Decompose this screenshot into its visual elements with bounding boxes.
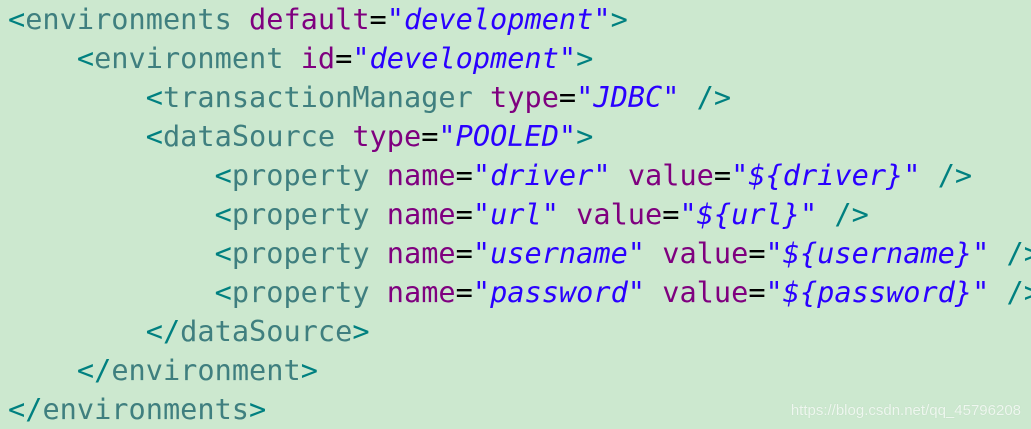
attribute-value: "url" <box>472 197 559 231</box>
attribute-name: default <box>249 2 370 36</box>
equals-sign: = <box>558 80 577 114</box>
equals-sign: = <box>369 2 387 36</box>
code-line: </dataSource> <box>8 312 1031 351</box>
watermark: https://blog.csdn.net/qq_45796208 <box>790 402 1021 419</box>
equals-sign: = <box>455 158 473 192</box>
tag-name: dataSource <box>162 119 336 153</box>
equals-sign: = <box>455 197 473 231</box>
attribute-name: type <box>490 80 559 114</box>
tag-bracket: < <box>214 275 232 309</box>
code-line: <property name="url" value="${url}" /> <box>8 195 1031 234</box>
equals-sign: = <box>662 197 680 231</box>
tag-bracket: < <box>214 197 232 231</box>
tag-bracket: < <box>214 158 232 192</box>
code-line: <property name="driver" value="${driver}… <box>8 156 1031 195</box>
attribute-value: "password" <box>472 275 646 309</box>
space <box>645 236 662 270</box>
equals-sign: = <box>335 41 353 75</box>
tag-bracket: </ <box>8 392 43 426</box>
tag-name: dataSource <box>180 314 353 348</box>
equals-sign: = <box>455 275 473 309</box>
tag-name: property <box>231 197 370 231</box>
tag-name: environment <box>94 41 284 75</box>
equals-sign: = <box>421 119 439 153</box>
space <box>370 158 387 192</box>
tag-bracket: > <box>352 314 370 348</box>
attribute-name: name <box>386 236 456 270</box>
tag-bracket: /> <box>834 197 869 231</box>
space <box>473 80 490 114</box>
tag-name: property <box>231 275 370 309</box>
attribute-value: "${password}" <box>765 275 990 309</box>
code-block: <environments default="development"> <en… <box>8 0 1031 429</box>
tag-name: property <box>231 158 370 192</box>
space <box>989 275 1006 309</box>
tag-bracket: > <box>576 119 594 153</box>
space <box>679 80 696 114</box>
equals-sign: = <box>748 236 766 270</box>
attribute-value: "POOLED" <box>438 119 577 153</box>
attribute-value: "${url}" <box>679 197 818 231</box>
space <box>232 2 249 36</box>
tag-bracket: > <box>300 353 318 387</box>
space <box>559 197 576 231</box>
attribute-name: value <box>627 158 714 192</box>
attribute-value: "development" <box>386 2 611 36</box>
tag-bracket: /> <box>696 80 732 114</box>
code-line: </environments> <box>8 390 1031 429</box>
tag-bracket: /> <box>937 158 973 192</box>
code-line: <environment id="development"> <box>8 39 1031 78</box>
tag-name: transactionManager <box>162 80 473 114</box>
attribute-name: type <box>352 119 422 153</box>
tag-name: environments <box>25 2 232 36</box>
attribute-name: name <box>386 158 456 192</box>
equals-sign: = <box>748 275 766 309</box>
code-line: <dataSource type="POOLED"> <box>8 117 1031 156</box>
tag-name: environments <box>42 392 250 426</box>
code-line: <transactionManager type="JDBC" /> <box>8 78 1031 117</box>
equals-sign: = <box>713 158 732 192</box>
attribute-name: name <box>386 275 456 309</box>
space <box>920 158 937 192</box>
tag-bracket: < <box>8 2 26 36</box>
attribute-value: "${username}" <box>765 236 990 270</box>
space <box>817 197 834 231</box>
space <box>370 275 387 309</box>
code-line: <property name="username" value="${usern… <box>8 234 1031 273</box>
tag-bracket: < <box>145 119 163 153</box>
tag-bracket: </ <box>145 314 181 348</box>
tag-bracket: < <box>145 80 163 114</box>
attribute-value: "driver" <box>472 158 611 192</box>
tag-bracket: > <box>576 41 594 75</box>
space <box>645 275 662 309</box>
tag-bracket: > <box>610 2 628 36</box>
tag-bracket: < <box>76 41 95 75</box>
attribute-value: "development" <box>352 41 577 75</box>
tag-bracket: > <box>249 392 267 426</box>
tag-name: property <box>231 236 370 270</box>
attribute-name: value <box>576 197 663 231</box>
tag-bracket: < <box>214 236 232 270</box>
attribute-value: "username" <box>472 236 646 270</box>
space <box>989 236 1006 270</box>
tag-bracket: /> <box>1006 236 1031 270</box>
code-line: <property name="password" value="${passw… <box>8 273 1031 312</box>
tag-bracket: </ <box>76 353 112 387</box>
space <box>335 119 352 153</box>
attribute-name: name <box>386 197 456 231</box>
tag-bracket: /> <box>1006 275 1031 309</box>
code-line: <environments default="development"> <box>8 0 1031 39</box>
attribute-value: "${driver}" <box>731 158 921 192</box>
space <box>611 158 628 192</box>
space <box>370 236 387 270</box>
space <box>283 41 300 75</box>
attribute-value: "JDBC" <box>576 80 680 114</box>
space <box>370 197 387 231</box>
equals-sign: = <box>455 236 473 270</box>
tag-name: environment <box>111 353 301 387</box>
code-line: </environment> <box>8 351 1031 390</box>
attribute-name: value <box>662 275 749 309</box>
attribute-name: id <box>300 41 336 75</box>
attribute-name: value <box>662 236 749 270</box>
